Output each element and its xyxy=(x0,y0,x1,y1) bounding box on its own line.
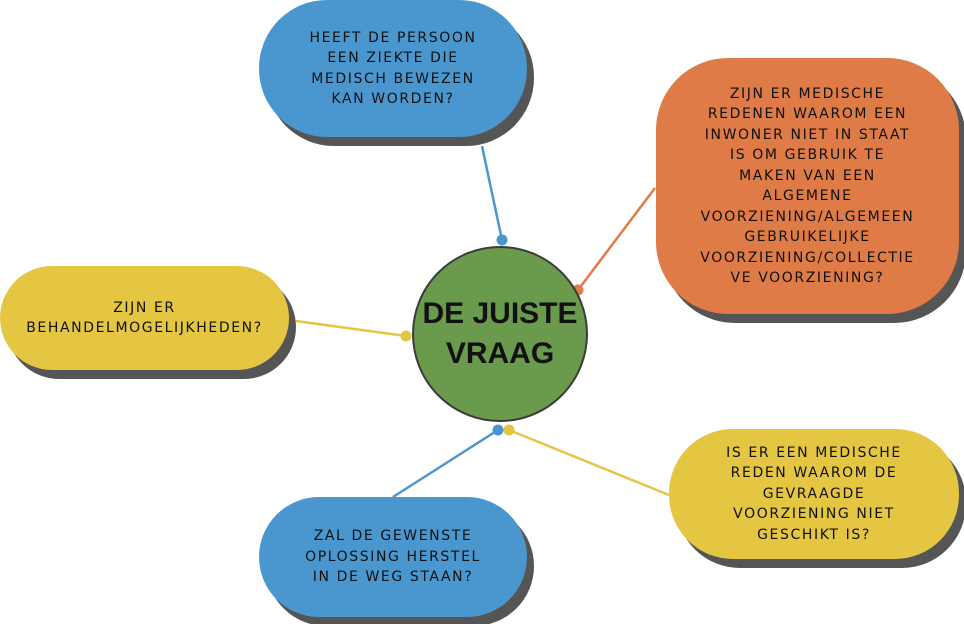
question-text: ZAL DE GEWENSTE OPLOSSING HERSTEL IN DE … xyxy=(305,528,481,586)
connector-left xyxy=(295,319,407,338)
connector-dot-top xyxy=(496,234,508,246)
connector-bottom xyxy=(392,428,499,499)
question-text: IS ER EEN MEDISCHE REDEN WAAROM DE GEVRA… xyxy=(726,444,902,543)
connector-dot-right-bottom xyxy=(503,424,515,436)
question-text: HEEFT DE PERSOON EEN ZIEKTE DIE MEDISCH … xyxy=(309,29,477,108)
connector-dot-left xyxy=(400,330,412,342)
connector-dot-bottom xyxy=(492,424,504,436)
question-bubble-recovery-obstacle: ZAL DE GEWENSTE OPLOSSING HERSTEL IN DE … xyxy=(259,497,527,617)
question-text: ZIJN ER BEHANDELMOGELIJKHEDEN? xyxy=(26,299,263,337)
question-bubble-disease-proven: HEEFT DE PERSOON EEN ZIEKTE DIE MEDISCH … xyxy=(259,0,527,137)
question-bubble-facility-unsuitable: IS ER EEN MEDISCHE REDEN WAAROM DE GEVRA… xyxy=(669,429,959,559)
connector-right-top xyxy=(577,187,656,291)
question-text: ZIJN ER MEDISCHE REDENEN WAAROM EEN INWO… xyxy=(700,85,915,287)
connector-right-bottom xyxy=(508,428,670,497)
center-node: DE JUISTE VRAAG xyxy=(412,246,588,422)
connector-top xyxy=(480,145,504,241)
question-bubble-treatment-options: ZIJN ER BEHANDELMOGELIJKHEDEN? xyxy=(0,266,289,370)
question-bubble-medical-reasons: ZIJN ER MEDISCHE REDENEN WAAROM EEN INWO… xyxy=(656,58,959,314)
center-title: DE JUISTE VRAAG xyxy=(422,297,578,370)
